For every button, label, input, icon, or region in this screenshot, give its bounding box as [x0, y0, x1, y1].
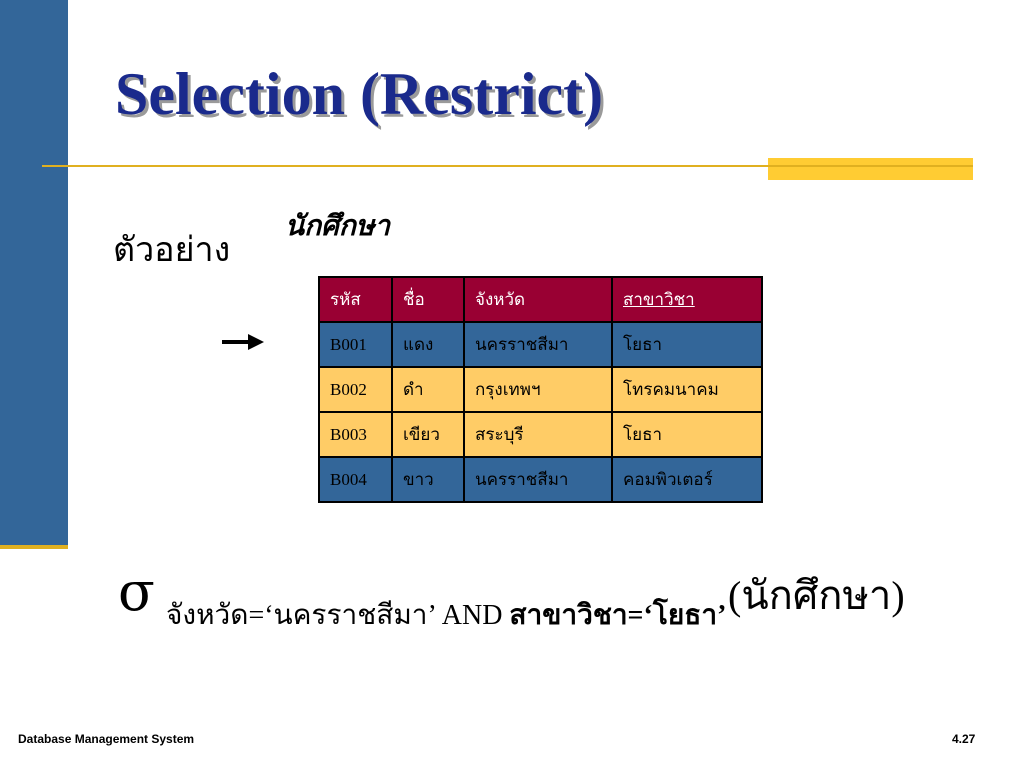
- cell-name: ดำ: [391, 366, 465, 413]
- table-header-row: รหัส ชื่อ จังหวัด สาขาวิชา: [318, 276, 763, 323]
- header-student-id: รหัส: [318, 276, 393, 323]
- cell-id: B004: [318, 456, 393, 503]
- slide-title: Selection (Restrict): [115, 61, 604, 127]
- right-arrow-icon: [222, 334, 264, 350]
- table-caption: นักศึกษา: [285, 211, 390, 242]
- cell-id: B003: [318, 411, 393, 458]
- condition-province: จังหวัด=‘นครราชสีมา’ AND: [166, 600, 510, 631]
- header-major: สาขาวิชา: [611, 276, 763, 323]
- cell-name: ขาว: [391, 456, 465, 503]
- table-row: B003 เขียว สระบุรี โยธา: [318, 411, 763, 458]
- title-divider-highlight-line: [768, 165, 973, 167]
- relation-name: (นักศึกษา): [728, 573, 905, 618]
- cell-major: โยธา: [611, 321, 763, 368]
- footer-course-name: Database Management System: [18, 732, 195, 746]
- sigma-symbol: σ: [118, 560, 155, 623]
- cell-province: สระบุรี: [463, 411, 613, 458]
- cell-name: แดง: [391, 321, 465, 368]
- left-accent-bar: [0, 0, 68, 548]
- title-divider-highlight: [768, 158, 973, 180]
- cell-id: B001: [318, 321, 393, 368]
- cell-province: นครราชสีมา: [463, 456, 613, 503]
- table-row: B004 ขาว นครราชสีมา คอมพิวเตอร์: [318, 456, 763, 503]
- table-row: B001 แดง นครราชสีมา โยธา: [318, 321, 763, 368]
- condition-major: สาขาวิชา=‘โยธา’: [509, 600, 727, 631]
- footer-page-number: 4.27: [952, 732, 976, 746]
- header-province: จังหวัด: [463, 276, 613, 323]
- cell-major: โยธา: [611, 411, 763, 458]
- cell-province: นครราชสีมา: [463, 321, 613, 368]
- selection-condition: จังหวัด=‘นครราชสีมา’ AND สาขาวิชา=‘โยธา’: [166, 599, 726, 633]
- table-row: B002 ดำ กรุงเทพฯ โทรคมนาคม: [318, 366, 763, 413]
- example-label: ตัวอย่าง: [113, 232, 231, 269]
- left-accent-bar-edge: [0, 545, 68, 549]
- student-table: รหัส ชื่อ จังหวัด สาขาวิชา B001 แดง นครร…: [318, 276, 763, 503]
- cell-province: กรุงเทพฯ: [463, 366, 613, 413]
- cell-major: โทรคมนาคม: [611, 366, 763, 413]
- cell-id: B002: [318, 366, 393, 413]
- header-name: ชื่อ: [391, 276, 465, 323]
- cell-major: คอมพิวเตอร์: [611, 456, 763, 503]
- title-divider: [42, 165, 770, 167]
- cell-name: เขียว: [391, 411, 465, 458]
- header-major-label: สาขาวิชา: [623, 290, 695, 309]
